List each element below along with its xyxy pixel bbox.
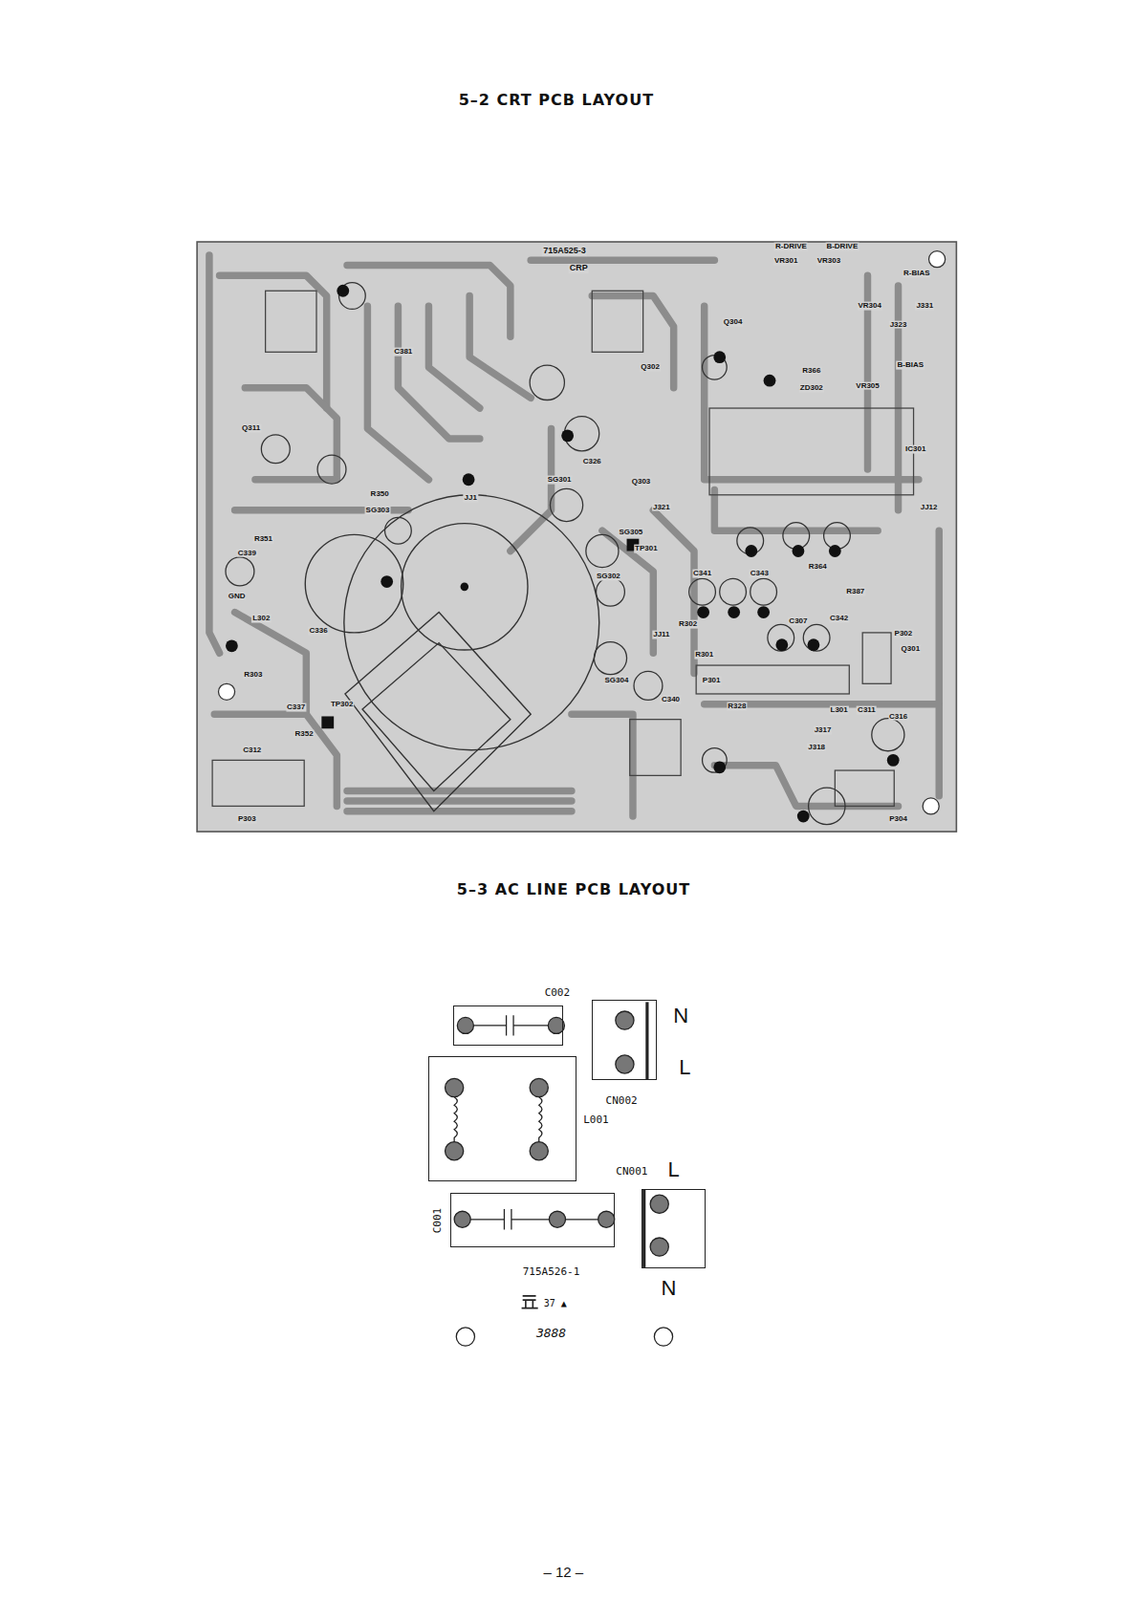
line-marking: N <box>660 1277 676 1301</box>
component-name: C002 <box>544 987 571 1000</box>
line-marking: N <box>673 1004 689 1028</box>
part-label: R364 <box>807 562 828 571</box>
board-marking: 37 ▲ <box>543 1298 567 1309</box>
part-label: JJ1 <box>463 494 479 503</box>
board-marking: 715A526-1 <box>522 1266 581 1279</box>
part-label: J321 <box>652 502 672 512</box>
part-label: ZD302 <box>799 383 825 392</box>
section-heading: 5–3 AC LINE PCB LAYOUT <box>456 881 691 899</box>
part-label: Q301 <box>900 645 922 654</box>
part-label: C342 <box>828 614 849 624</box>
part-label: C381 <box>392 348 414 357</box>
part-label: R-BIAS <box>902 269 932 279</box>
part-label: L301 <box>829 706 849 716</box>
part-label: Q303 <box>630 478 653 487</box>
part-label: SG301 <box>546 475 573 484</box>
part-label: C311 <box>856 706 877 716</box>
part-label: R352 <box>294 729 315 739</box>
part-label: P304 <box>888 815 909 825</box>
section-heading: 5–2 CRT PCB LAYOUT <box>458 89 654 109</box>
ac-line-pcb <box>445 1001 674 1347</box>
part-label: JJ11 <box>652 630 671 640</box>
part-label: VR301 <box>773 257 799 266</box>
part-label: CRP <box>568 263 589 274</box>
part-label: C339 <box>237 548 258 558</box>
part-label: J318 <box>806 742 827 752</box>
component-outline: L001 <box>428 1056 577 1182</box>
component-outline: C002 <box>453 1005 564 1047</box>
part-label: C343 <box>749 569 770 579</box>
part-label: SG302 <box>595 572 622 582</box>
line-marking: L <box>678 1056 691 1080</box>
part-label: J323 <box>889 320 909 329</box>
component-name: L001 <box>583 1114 609 1127</box>
part-label: J331 <box>914 302 935 311</box>
board-marking: 3888 <box>536 1326 566 1341</box>
part-label: VR305 <box>854 381 880 391</box>
part-label: C316 <box>888 712 909 721</box>
part-label: SG304 <box>603 676 630 686</box>
part-label: J317 <box>813 726 833 736</box>
part-label: Q302 <box>639 363 661 372</box>
part-label: GND <box>227 591 247 601</box>
line-marking: L <box>668 1157 680 1181</box>
part-label: R328 <box>726 701 747 711</box>
part-label: C341 <box>692 569 713 579</box>
part-label: R366 <box>801 366 822 375</box>
part-label: P303 <box>237 815 258 825</box>
part-label: C307 <box>787 617 808 627</box>
part-label: B-BIAS <box>896 361 926 370</box>
crt-pcb-board <box>196 241 957 832</box>
part-label: R351 <box>253 534 274 544</box>
part-label: 715A525-3 <box>542 246 588 257</box>
part-label: SG303 <box>365 505 392 515</box>
component-name: CN001 <box>615 1166 648 1178</box>
part-label: C326 <box>582 456 603 466</box>
part-label: R387 <box>845 587 866 597</box>
part-label: R301 <box>694 651 715 660</box>
part-label: R303 <box>242 670 263 679</box>
part-label: C337 <box>285 703 306 713</box>
component-outline: C001 <box>450 1193 615 1248</box>
component-outline: CN002 <box>591 1000 656 1080</box>
part-label: VR304 <box>856 302 882 311</box>
component-outline: CN001 <box>641 1189 706 1269</box>
part-label: P302 <box>893 630 914 639</box>
part-label: TP301 <box>633 544 659 554</box>
part-label: P301 <box>701 676 722 686</box>
part-label: IC301 <box>904 444 927 454</box>
part-label: R350 <box>369 489 391 499</box>
part-label: L302 <box>251 614 271 624</box>
component-name: CN002 <box>606 1095 638 1108</box>
part-label: C336 <box>308 626 329 635</box>
part-label: SG305 <box>617 528 644 538</box>
component-name: C001 <box>432 1208 444 1235</box>
part-label: C340 <box>660 696 681 705</box>
part-label: C312 <box>241 745 262 755</box>
part-label: VR303 <box>816 257 842 266</box>
part-label: Q311 <box>240 424 261 434</box>
part-label: R302 <box>677 620 698 630</box>
part-label: B-DRIVE <box>825 242 859 252</box>
part-label: Q304 <box>722 318 744 327</box>
page-number: – 12 – <box>543 1565 585 1582</box>
part-label: TP302 <box>329 699 355 709</box>
part-label: R-DRIVE <box>774 242 808 252</box>
part-label: JJ12 <box>919 502 939 512</box>
